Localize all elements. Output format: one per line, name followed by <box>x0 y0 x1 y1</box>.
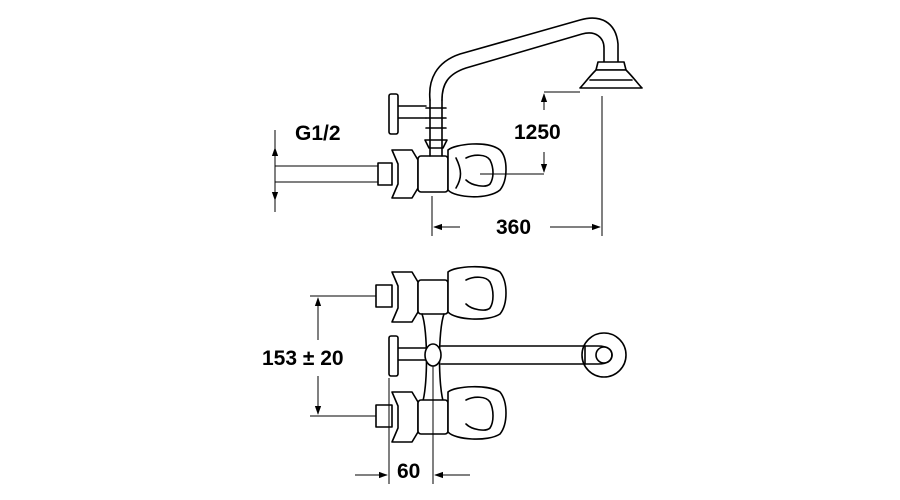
spout <box>388 17 643 157</box>
reach-dimension <box>431 96 603 236</box>
valve-handle <box>391 143 507 199</box>
side-view: G1/2 1250 360 <box>271 17 643 239</box>
lower-valve <box>375 385 507 443</box>
center-distance-dimension <box>310 295 376 417</box>
plan-view: 153 ± 20 60 <box>262 265 627 484</box>
inlet-pipe <box>275 162 393 186</box>
wall-offset-label: 60 <box>397 460 420 483</box>
thread-label: G1/2 <box>295 122 341 145</box>
height-dimension <box>480 91 580 175</box>
spout-arm <box>388 332 627 378</box>
wall-offset-dimension <box>355 366 470 484</box>
upper-valve <box>375 265 507 323</box>
center-distance-label: 153 ± 20 <box>262 347 344 370</box>
reach-label: 360 <box>496 216 531 239</box>
height-label: 1250 <box>514 121 561 144</box>
